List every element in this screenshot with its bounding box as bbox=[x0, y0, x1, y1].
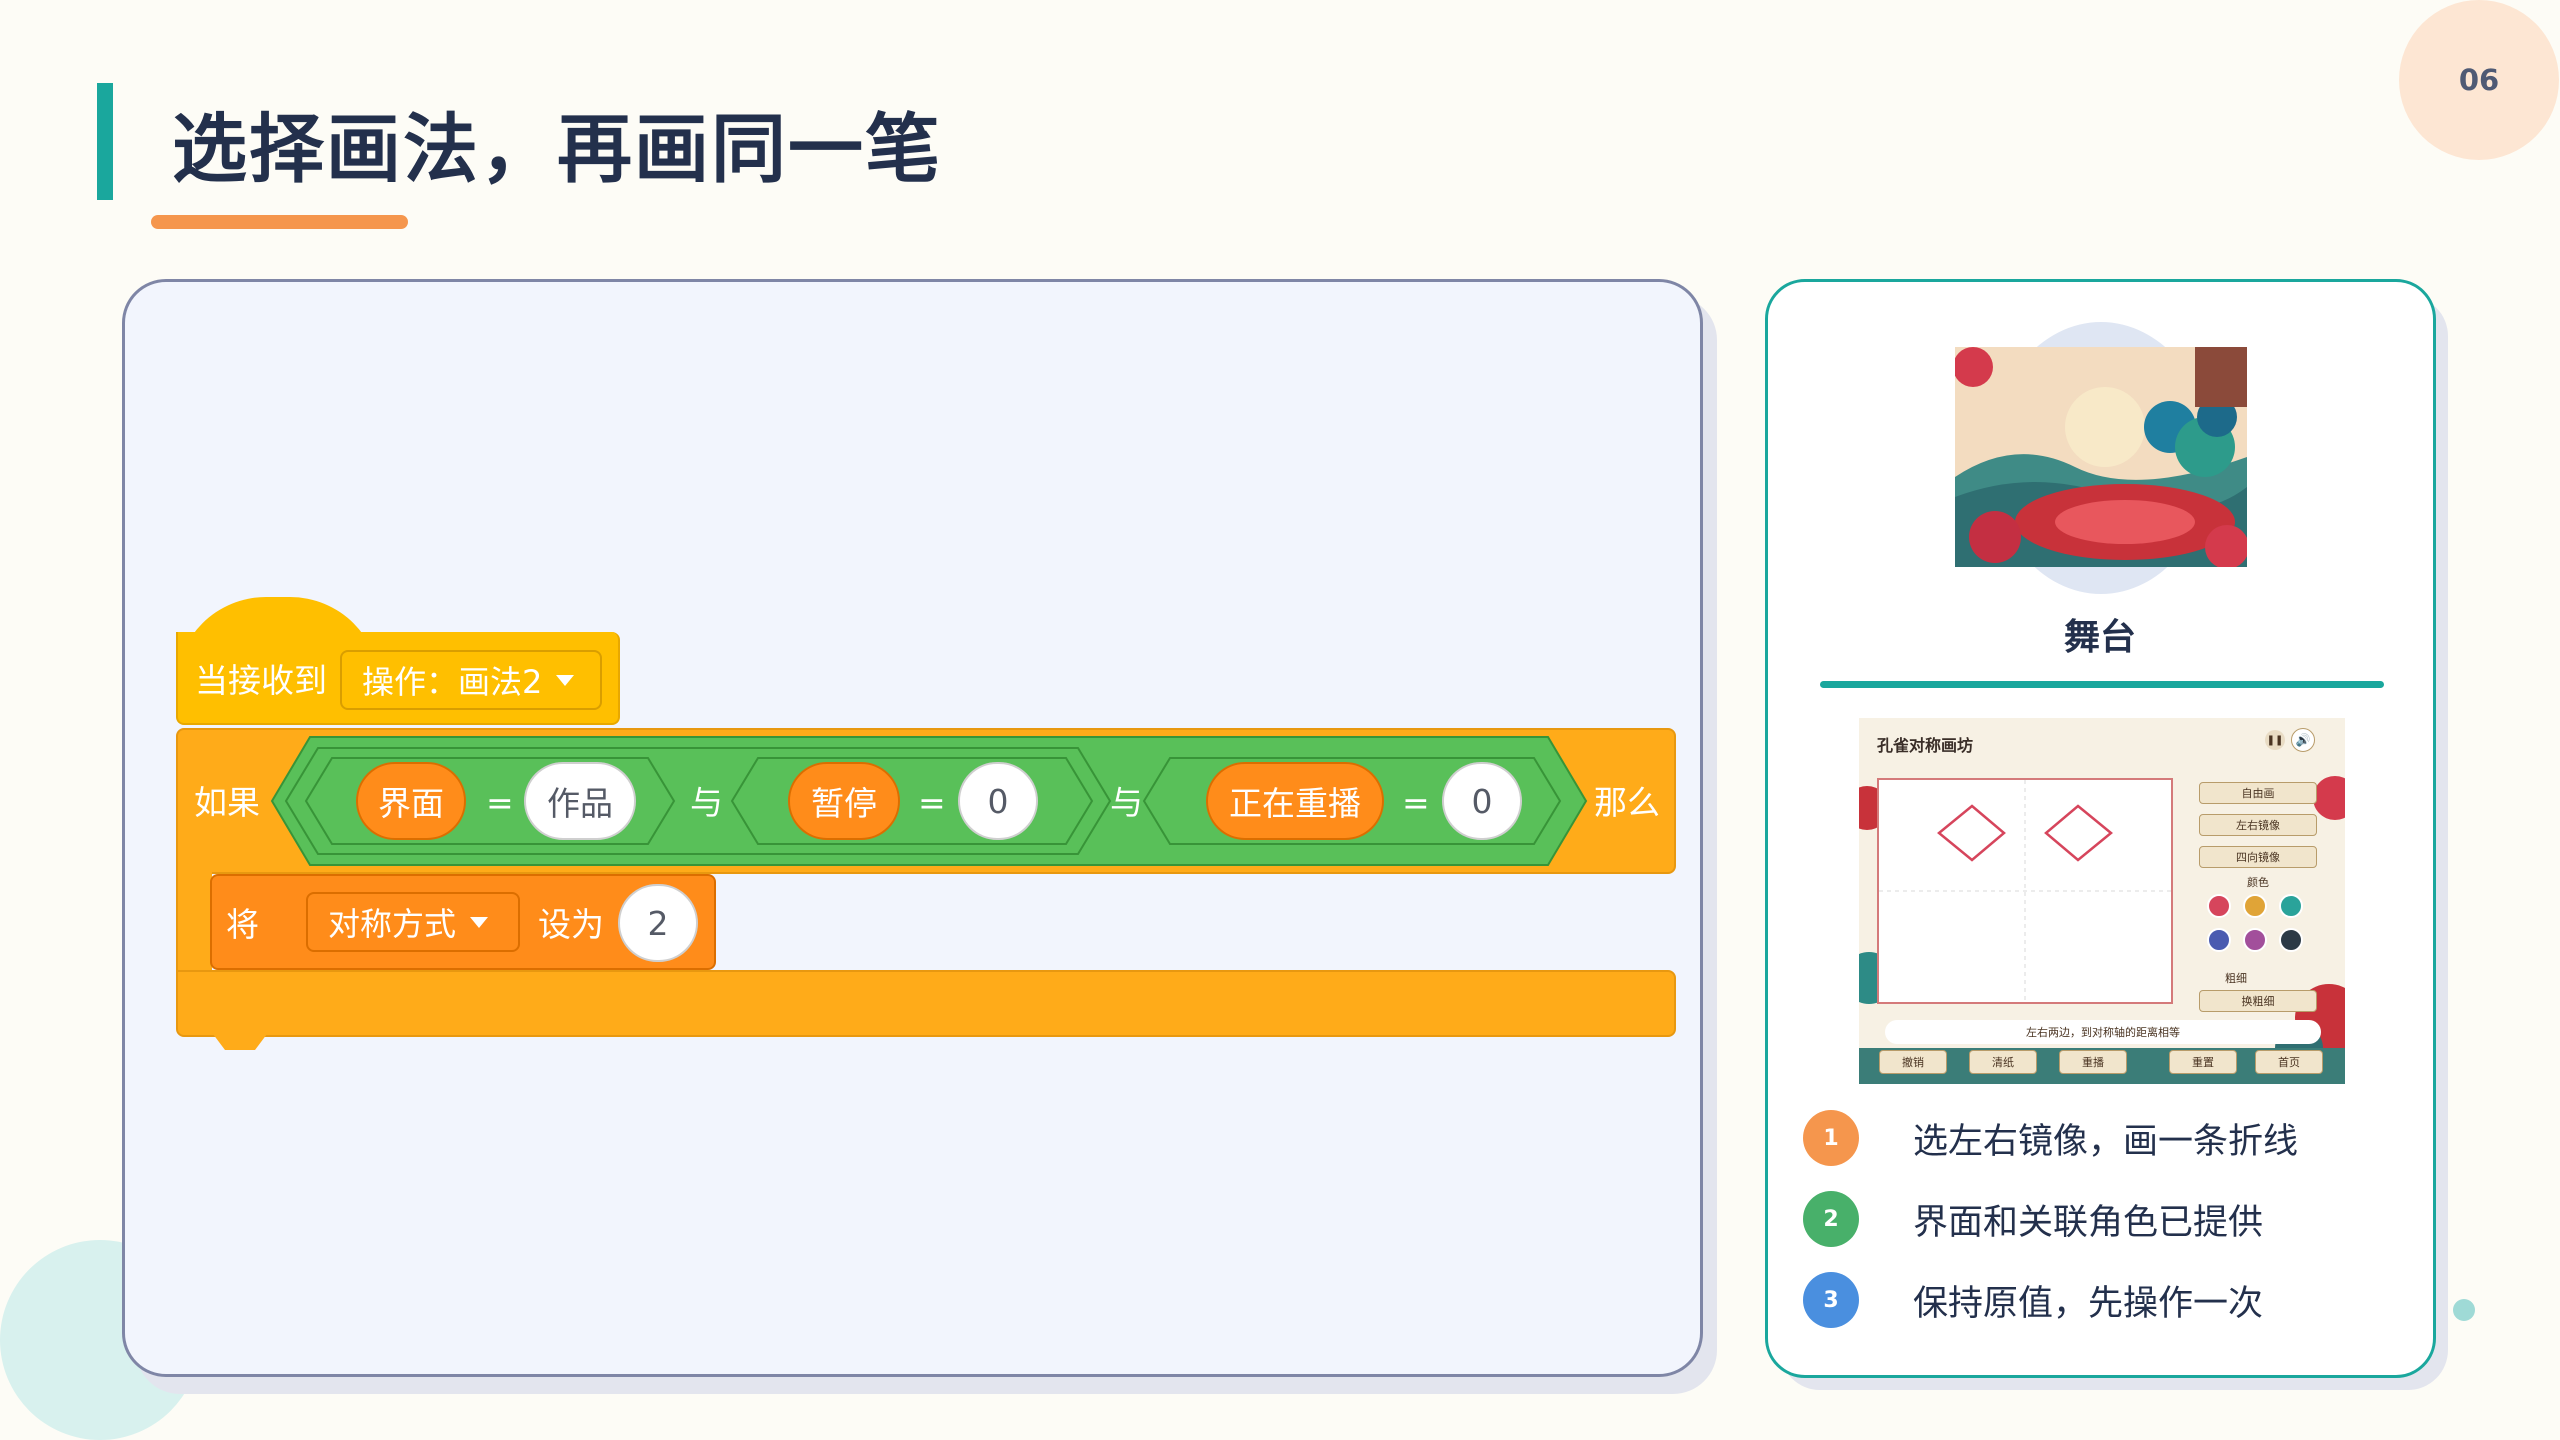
then-label: 那么 bbox=[1594, 783, 1660, 822]
legend-text-2: 界面和关联角色已提供 bbox=[1913, 1202, 2264, 1243]
decorative-dot-right bbox=[2453, 1299, 2475, 1321]
variable-pause[interactable]: 暂停 bbox=[788, 762, 900, 840]
variable-dropdown[interactable]: 对称方式 bbox=[306, 892, 520, 952]
app-title: 孔雀对称画坊 bbox=[1877, 736, 1974, 755]
message-dropdown-value: 操作：画法2 bbox=[362, 663, 543, 701]
legend-badge-1: 1 bbox=[1803, 1110, 1859, 1166]
if-block-arm bbox=[176, 860, 212, 985]
equals-hexagon-2 bbox=[730, 757, 1094, 845]
thickness-label: 粗细 bbox=[2225, 972, 2247, 985]
home-button[interactable]: 首页 bbox=[2255, 1050, 2323, 1074]
color-swatch-teal[interactable] bbox=[2279, 894, 2303, 918]
legend-text-3: 保持原值，先操作一次 bbox=[1913, 1283, 2264, 1324]
canvas-drawing bbox=[1879, 780, 2171, 1002]
drawing-canvas[interactable] bbox=[1877, 778, 2173, 1004]
chevron-down-icon bbox=[556, 674, 575, 686]
page-title: 选择画法，再画同一笔 bbox=[172, 105, 943, 193]
and-label-1: 与 bbox=[690, 783, 723, 822]
to-label: 设为 bbox=[538, 905, 604, 944]
legend-badge-3: 3 bbox=[1803, 1272, 1859, 1328]
equals-operator-2: = bbox=[918, 783, 946, 822]
color-swatch-gold[interactable] bbox=[2243, 894, 2267, 918]
color-label: 颜色 bbox=[2247, 876, 2269, 889]
mirror-lr-button[interactable]: 左右镜像 bbox=[2199, 814, 2317, 836]
clear-button[interactable]: 清纸 bbox=[1969, 1050, 2037, 1074]
legend-item-2: 2 界面和关联角色已提供 bbox=[1803, 1191, 2263, 1247]
reset-button[interactable]: 重置 bbox=[2169, 1050, 2237, 1074]
pause-icon[interactable]: ❚❚ bbox=[2265, 730, 2285, 750]
variable-dropdown-value: 对称方式 bbox=[328, 905, 457, 943]
chevron-down-icon bbox=[470, 916, 489, 928]
value-input-replaying[interactable]: 0 bbox=[1442, 762, 1522, 840]
stage-thumbnail-image[interactable] bbox=[1955, 347, 2247, 567]
color-swatch-purple[interactable] bbox=[2243, 928, 2267, 952]
free-draw-button[interactable]: 自由画 bbox=[2199, 782, 2317, 804]
legend-text-1: 选左右镜像，画一条折线 bbox=[1913, 1121, 2299, 1162]
value-input-pause[interactable]: 0 bbox=[958, 762, 1038, 840]
variable-replaying[interactable]: 正在重播 bbox=[1206, 762, 1384, 840]
legend-badge-2: 2 bbox=[1803, 1191, 1859, 1247]
and-label-2: 与 bbox=[1110, 783, 1143, 822]
undo-button[interactable]: 撤销 bbox=[1879, 1050, 1947, 1074]
change-thickness-button[interactable]: 换粗细 bbox=[2199, 990, 2317, 1012]
mirror-four-button[interactable]: 四向镜像 bbox=[2199, 846, 2317, 868]
title-underline bbox=[151, 215, 408, 229]
variable-interface[interactable]: 界面 bbox=[356, 762, 466, 840]
stage-divider bbox=[1820, 681, 2384, 688]
stage-label: 舞台 bbox=[2063, 617, 2136, 658]
legend-item-3: 3 保持原值，先操作一次 bbox=[1803, 1272, 2263, 1328]
hat-block-label: 当接收到 bbox=[195, 661, 327, 700]
set-label: 将 bbox=[226, 905, 259, 944]
equals-operator-3: = bbox=[1402, 783, 1430, 822]
if-label: 如果 bbox=[194, 783, 260, 822]
value-input-artwork[interactable]: 作品 bbox=[524, 762, 636, 840]
title-accent-bar bbox=[97, 83, 113, 200]
color-swatch-dark[interactable] bbox=[2279, 928, 2303, 952]
color-swatch-red[interactable] bbox=[2207, 894, 2231, 918]
message-dropdown[interactable]: 操作：画法2 bbox=[340, 650, 602, 710]
page-number: 06 bbox=[2399, 0, 2559, 160]
set-value-input[interactable]: 2 bbox=[618, 884, 698, 962]
equals-operator-1: = bbox=[486, 783, 514, 822]
if-block-tab bbox=[210, 1030, 270, 1050]
legend-item-1: 1 选左右镜像，画一条折线 bbox=[1803, 1110, 2298, 1166]
color-swatch-blue[interactable] bbox=[2207, 928, 2231, 952]
hint-bar: 左右两边，到对称轴的距离相等 bbox=[1885, 1020, 2321, 1044]
if-block-bottom bbox=[176, 970, 1676, 1037]
stage-app-preview[interactable]: 孔雀对称画坊 ❚❚ 🔊 自由画 左右镜像 四向镜像 颜色 粗细 换粗细 左右两边… bbox=[1859, 718, 2345, 1084]
sound-icon[interactable]: 🔊 bbox=[2291, 728, 2315, 752]
replay-button[interactable]: 重播 bbox=[2059, 1050, 2127, 1074]
